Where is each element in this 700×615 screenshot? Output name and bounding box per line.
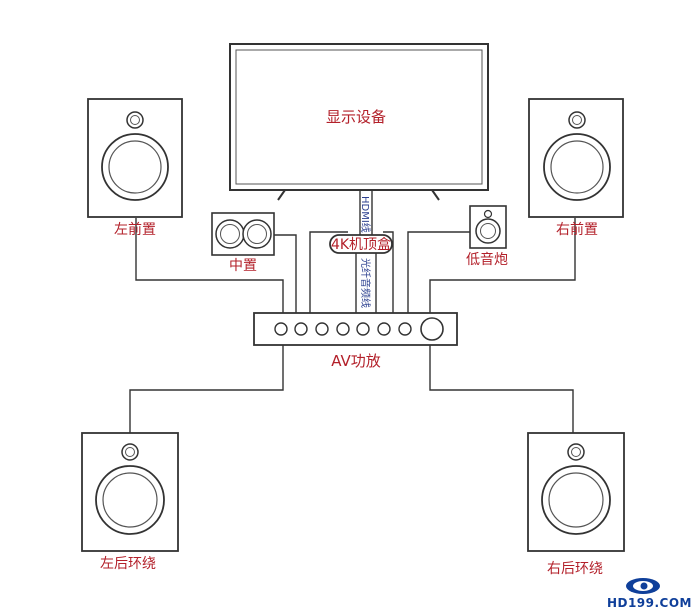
wire-subwoofer [407,231,470,313]
optical-cable-label: 光纤音频线 [359,258,372,308]
watermark: HD199.COM [607,578,692,610]
wire-front-right [429,218,576,313]
subwoofer: 低音炮 [466,205,508,268]
amplifier-label: AV功放 [331,352,381,370]
tv-display: 显示设备 [229,43,489,201]
front-left-label: 左前置 [114,221,156,238]
center-label: 中置 [229,258,257,274]
wire-center [274,234,297,313]
display-label: 显示设备 [326,108,386,126]
wire-player-left [309,231,348,313]
set-top-box-label: 4K机顶盒 [331,236,391,253]
center-speaker: 中置 [211,212,275,274]
av-amplifier: AV功放 [253,312,458,370]
front-left-speaker: 左前置 [87,98,183,238]
front-right-label: 右前置 [556,221,598,238]
wire-front-left [135,218,284,313]
wiring [129,190,576,433]
wire-player-right [383,231,394,313]
set-top-box: 4K机顶盒 [329,234,393,254]
hdmi-cable-label: HDMI线 [359,196,372,233]
subwoofer-label: 低音炮 [466,251,508,268]
rear-right-label: 右后环绕 [547,561,603,577]
rear-left-speaker: 左后环绕 [81,432,179,572]
wire-rear-left [129,345,284,433]
rear-left-label: 左后环绕 [100,556,156,572]
front-right-speaker: 右前置 [528,98,624,238]
watermark-text: HD199.COM [607,596,692,610]
rear-right-speaker: 右后环绕 [527,432,625,577]
wire-rear-right [429,345,574,433]
